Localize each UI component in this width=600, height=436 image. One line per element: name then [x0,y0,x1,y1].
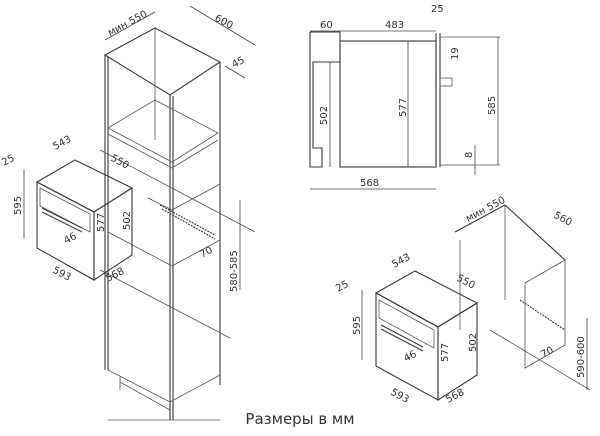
column-oven [35,159,134,282]
svg-text:580-585: 580-585 [229,250,240,292]
svg-text:483: 483 [385,20,404,31]
svg-text:585: 585 [487,96,498,115]
svg-text:595: 595 [352,316,363,335]
svg-text:502: 502 [468,333,479,352]
svg-text:502: 502 [319,106,330,125]
svg-text:543: 543 [390,252,412,271]
svg-text:70: 70 [539,345,555,361]
svg-text:25: 25 [431,4,444,15]
svg-text:577: 577 [440,343,451,362]
svg-text:593: 593 [51,265,73,284]
svg-text:543: 543 [51,134,73,153]
under-counter-oven [374,270,479,402]
svg-text:600: 600 [213,13,235,32]
column-cabinet-dimensions: мин 550 600 45 580-585 70 [104,5,256,292]
svg-text:577: 577 [96,213,107,232]
column-oven-dimensions: 543 550 25 595 577 502 46 593 568 [0,134,133,285]
svg-text:502: 502 [122,211,133,230]
svg-text:70: 70 [198,245,214,261]
svg-text:560: 560 [552,210,574,229]
svg-text:8: 8 [464,152,475,158]
svg-text:25: 25 [0,153,16,169]
svg-text:550: 550 [109,153,131,172]
side-view-dimensions: 60 483 25 19 502 577 585 8 568 [310,4,499,190]
svg-text:25: 25 [334,279,350,295]
svg-text:60: 60 [320,20,333,31]
svg-text:590-600: 590-600 [576,336,587,378]
svg-text:46: 46 [62,231,78,247]
side-view [309,31,500,168]
svg-text:568: 568 [444,387,466,406]
svg-text:мин 550: мин 550 [464,195,507,225]
column-cabinet [99,27,256,421]
svg-text:593: 593 [389,387,411,406]
svg-text:550: 550 [455,273,477,292]
svg-text:595: 595 [13,196,24,215]
under-counter-cabinet [454,204,591,391]
svg-text:577: 577 [398,98,409,117]
svg-text:45: 45 [230,55,246,71]
svg-text:19: 19 [450,47,461,60]
svg-text:568: 568 [360,178,379,189]
svg-text:46: 46 [402,349,418,365]
units-caption: Размеры в мм [245,410,355,428]
